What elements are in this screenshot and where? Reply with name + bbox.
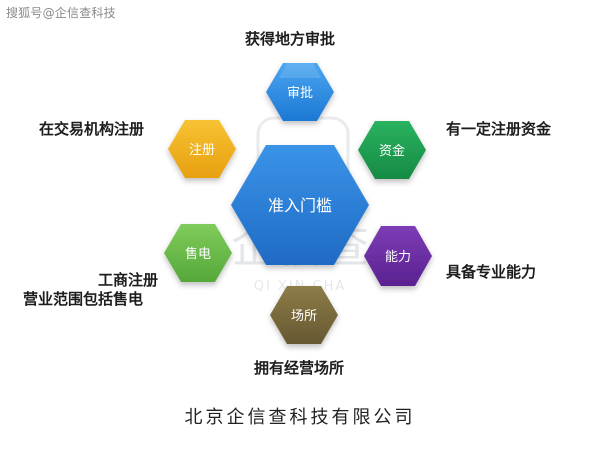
label-capital: 有一定注册资金: [446, 120, 552, 138]
hexagon-center: 准入门槛: [231, 145, 369, 265]
label-ability: 具备专业能力: [446, 263, 537, 281]
hexagon-venue: 场所: [270, 286, 338, 344]
center-label: 准入门槛: [268, 196, 332, 215]
hexagon-ability: 能力: [364, 226, 432, 286]
hexagon-ability-label: 能力: [385, 250, 411, 265]
hexagon-registration: 注册: [168, 120, 236, 178]
watermark-text: 搜狐号@企信查科技: [6, 6, 116, 20]
hexagon-approval-label: 审批: [287, 86, 313, 101]
hexagon-electric: 售电: [164, 224, 232, 282]
label-approval: 获得地方审批: [245, 30, 336, 48]
label-registration: 在交易机构注册: [39, 120, 145, 138]
label-electric-line2: 营业范围包括售电: [23, 290, 144, 308]
hexagon-venue-label: 场所: [291, 309, 317, 324]
hexagon-electric-label: 售电: [185, 246, 211, 262]
label-venue: 拥有经营场所: [254, 359, 345, 377]
hexagon-registration-label: 注册: [189, 143, 215, 158]
hexagon-capital-label: 资金: [379, 143, 405, 159]
hexagon-approval: 审批: [266, 63, 334, 121]
company-name: 北京企信查科技有限公司: [184, 407, 416, 428]
label-electric-line1: 工商注册: [98, 271, 159, 289]
hexagon-capital: 资金: [358, 121, 426, 179]
